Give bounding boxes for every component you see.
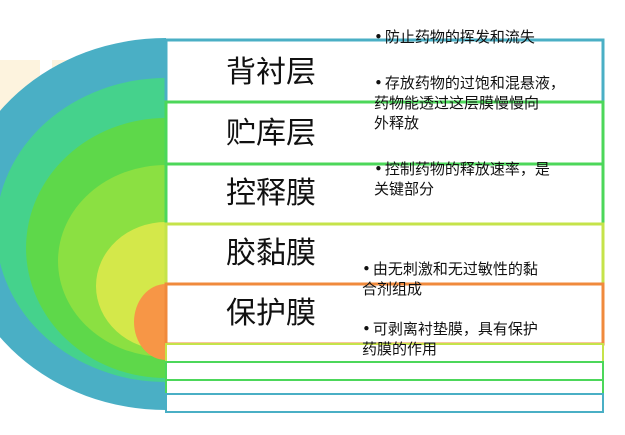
bullet-icon: • (374, 74, 383, 92)
bullet-icon: • (362, 260, 371, 278)
layer-label-reservoir: 贮库层 (226, 116, 316, 151)
strip-green-2 (165, 379, 604, 395)
core-semicircle (134, 284, 166, 360)
strip-green-1 (165, 361, 604, 381)
desc-release-membrane: •控制药物的释放速率，是 关键部分 (374, 160, 550, 198)
layer-box-protective (164, 282, 605, 346)
layer-box-adhesive (164, 222, 605, 286)
bullet-icon: • (362, 320, 371, 338)
strip-teal (165, 393, 604, 413)
desc-backing: •防止药物的挥发和流失 (374, 28, 535, 46)
desc-adhesive: •由无刺激和无过敏性的黏 合剂组成 (362, 260, 538, 298)
bullet-icon: • (374, 160, 383, 178)
bullet-icon: • (374, 28, 383, 46)
bottom-strips (165, 343, 604, 413)
layer-label-protective: 保护膜 (226, 296, 316, 331)
layer-label-backing: 背衬层 (226, 55, 316, 90)
layer-label-release-membrane: 控释膜 (226, 176, 316, 211)
layer-label-adhesive: 胶黏膜 (226, 236, 316, 271)
desc-reservoir: •存放药物的过饱和混悬液， 药物能透过这层膜慢慢向 外释放 (374, 74, 565, 132)
desc-protective: •可剥离衬垫膜，具有保护 药膜的作用 (362, 320, 538, 358)
